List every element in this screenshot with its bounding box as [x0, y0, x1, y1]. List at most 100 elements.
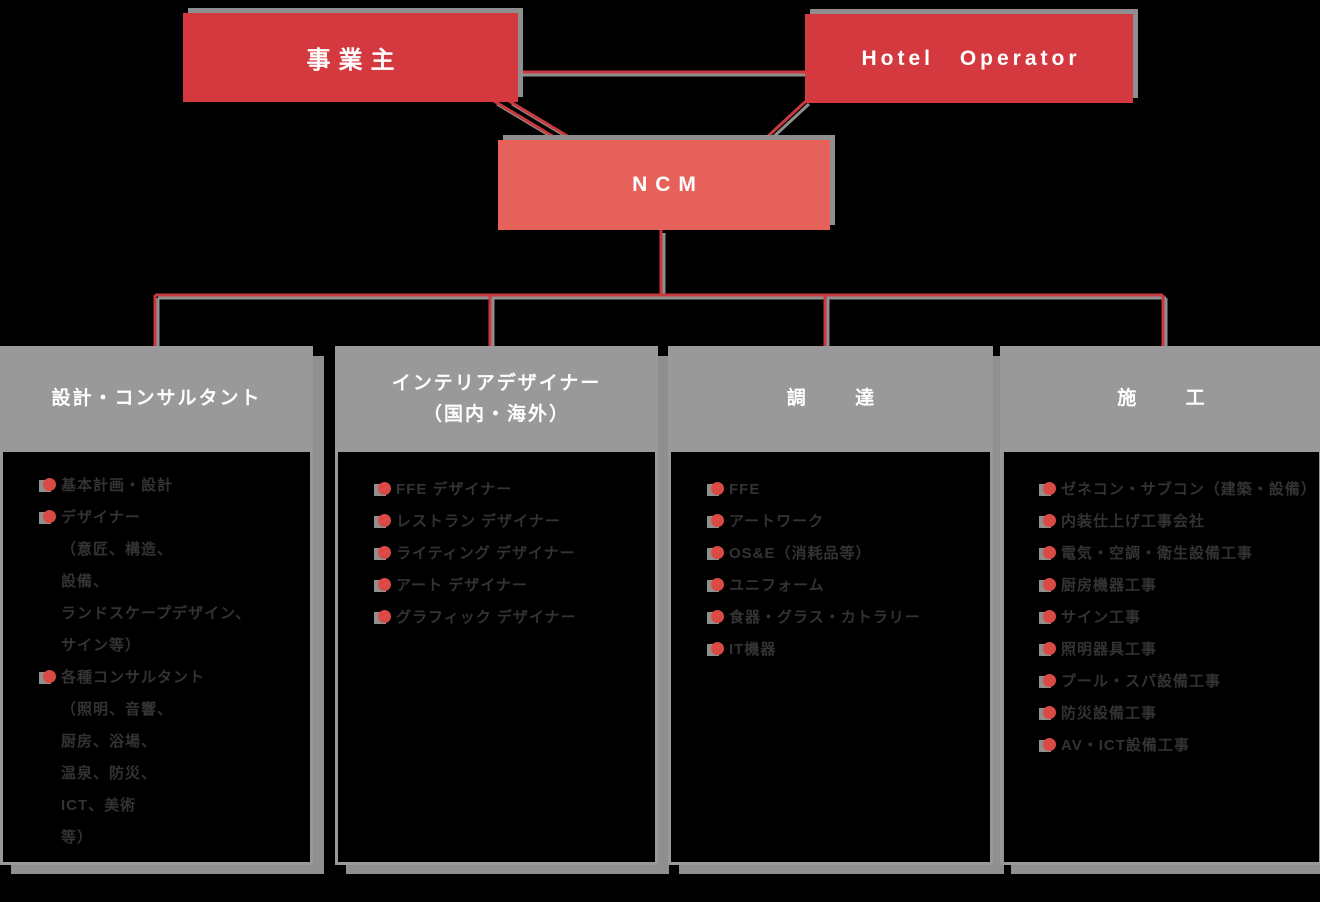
list-item-text: ライティング デザイナー [396, 545, 576, 562]
list-item-text: 基本計画・設計 [61, 477, 174, 494]
column-construction-list: ゼネコン・サブコン（建築・設備） 内装仕上げ工事会社 電気・空調・衛生設備工事 … [1003, 452, 1319, 762]
column-header-label: 施工 [1117, 388, 1255, 410]
list-item: 防災設備工事 [1039, 698, 1311, 730]
list-item: デザイナー [39, 502, 302, 534]
list-item-text: ICT、美術 [61, 797, 137, 814]
hotel-operator-label: Hotel Operator [861, 46, 1081, 70]
list-item-text: プール・スパ設備工事 [1061, 673, 1222, 690]
list-item: OS&E（消耗品等） [707, 538, 982, 570]
list-item: FFE デザイナー [374, 474, 647, 506]
bullet-icon [1039, 706, 1056, 720]
list-item-text: アート デザイナー [396, 577, 528, 594]
list-item: アート デザイナー [374, 570, 647, 602]
list-item-text: 厨房、浴場、 [61, 733, 158, 750]
bullet-icon [39, 478, 56, 492]
column-interior-designer: インテリアデザイナー （国内・海外） FFE デザイナー レストラン デザイナー… [335, 346, 658, 865]
list-item-text: グラフィック デザイナー [396, 609, 577, 626]
bullet-icon [707, 578, 724, 592]
bullet-icon [374, 610, 391, 624]
list-item-text: 等） [61, 829, 94, 846]
bullet-icon [1039, 482, 1056, 496]
list-item-text: （照明、音響、 [61, 701, 174, 718]
list-item-continuation: （意匠、構造、 [39, 534, 302, 566]
bullet-icon [707, 514, 724, 528]
bullet-icon [1039, 642, 1056, 656]
list-item-text: IT機器 [729, 641, 777, 658]
list-item: 照明器具工事 [1039, 634, 1311, 666]
list-item: レストラン デザイナー [374, 506, 647, 538]
list-item-text: 設備、 [61, 573, 110, 590]
bullet-icon [374, 514, 391, 528]
list-item: 内装仕上げ工事会社 [1039, 506, 1311, 538]
list-item-text: 温泉、防災、 [61, 765, 158, 782]
bullet-icon [39, 510, 56, 524]
bullet-icon [707, 610, 724, 624]
hotel-operator-box: Hotel Operator [805, 14, 1133, 103]
column-design-consultant-header: 設計・コンサルタント [0, 346, 313, 452]
bullet-icon [1039, 610, 1056, 624]
list-item-text: AV・ICT設備工事 [1061, 737, 1190, 754]
list-item: 厨房機器工事 [1039, 570, 1311, 602]
bullet-icon [1039, 546, 1056, 560]
column-procurement-header: 調達 [668, 346, 993, 452]
list-item-text: アートワーク [729, 513, 825, 530]
bullet-icon [707, 546, 724, 560]
bullet-icon [707, 642, 724, 656]
column-interior-designer-list: FFE デザイナー レストラン デザイナー ライティング デザイナー アート デ… [338, 452, 655, 634]
list-item-continuation: ランドスケープデザイン、 [39, 598, 302, 630]
list-item-text: ユニフォーム [729, 577, 825, 594]
list-item-text: FFE デザイナー [396, 481, 513, 498]
column-procurement-list: FFE アートワーク OS&E（消耗品等） ユニフォーム 食器・グラス・カトラリ… [671, 452, 990, 666]
bullet-icon [374, 578, 391, 592]
list-item-continuation: 等） [39, 822, 302, 854]
list-item-text: サイン工事 [1061, 609, 1142, 626]
list-item-text: 内装仕上げ工事会社 [1061, 513, 1206, 530]
list-item: サイン工事 [1039, 602, 1311, 634]
list-item: IT機器 [707, 634, 982, 666]
list-item-text: 防災設備工事 [1061, 705, 1158, 722]
list-item-continuation: 温泉、防災、 [39, 758, 302, 790]
list-item-text: 照明器具工事 [1061, 641, 1158, 658]
list-item-continuation: （照明、音響、 [39, 694, 302, 726]
bullet-icon [1039, 514, 1056, 528]
column-design-consultant-list: 基本計画・設計 デザイナー （意匠、構造、 設備、 ランドスケープデザイン、 サ… [3, 452, 310, 854]
list-item: 各種コンサルタント [39, 662, 302, 694]
list-item: FFE [707, 474, 982, 506]
list-item-text: 厨房機器工事 [1061, 577, 1158, 594]
list-item-text: OS&E（消耗品等） [729, 545, 872, 562]
owner-label: 事業主 [306, 47, 403, 74]
list-item: 電気・空調・衛生設備工事 [1039, 538, 1311, 570]
column-procurement: 調達 FFE アートワーク OS&E（消耗品等） ユニフォーム 食器・グラス・カ… [668, 346, 993, 865]
list-item: ユニフォーム [707, 570, 982, 602]
owner-box: 事業主 [183, 13, 518, 102]
list-item: プール・スパ設備工事 [1039, 666, 1311, 698]
bullet-icon [707, 482, 724, 496]
column-design-consultant: 設計・コンサルタント 基本計画・設計 デザイナー （意匠、構造、 設備、 ランド… [0, 346, 313, 865]
list-item-continuation: ICT、美術 [39, 790, 302, 822]
list-item-text: 各種コンサルタント [61, 669, 206, 686]
list-item-text: ランドスケープデザイン、 [61, 605, 252, 622]
list-item-text: 電気・空調・衛生設備工事 [1061, 545, 1254, 562]
list-item-text: デザイナー [61, 509, 141, 526]
column-header-label-line1: インテリアデザイナー [391, 372, 602, 394]
bullet-icon [1039, 738, 1056, 752]
list-item: グラフィック デザイナー [374, 602, 647, 634]
list-item-text: レストラン デザイナー [396, 513, 561, 530]
bullet-icon [39, 670, 56, 684]
bullet-icon [374, 546, 391, 560]
bullet-icon [1039, 578, 1056, 592]
list-item-continuation: 設備、 [39, 566, 302, 598]
ncm-label: NCM [632, 173, 704, 196]
list-item-text: FFE [729, 481, 761, 498]
list-item: アートワーク [707, 506, 982, 538]
list-item-continuation: サイン等） [39, 630, 302, 662]
list-item-text: ゼネコン・サブコン（建築・設備） [1061, 481, 1317, 498]
column-interior-designer-header: インテリアデザイナー （国内・海外） [335, 346, 658, 452]
list-item-text: サイン等） [61, 637, 142, 654]
column-header-label: 調達 [786, 388, 924, 410]
list-item: 基本計画・設計 [39, 470, 302, 502]
bullet-icon [1039, 674, 1056, 688]
list-item: ゼネコン・サブコン（建築・設備） [1039, 474, 1316, 506]
list-item: AV・ICT設備工事 [1039, 730, 1311, 762]
column-construction-header: 施工 [1000, 346, 1320, 452]
